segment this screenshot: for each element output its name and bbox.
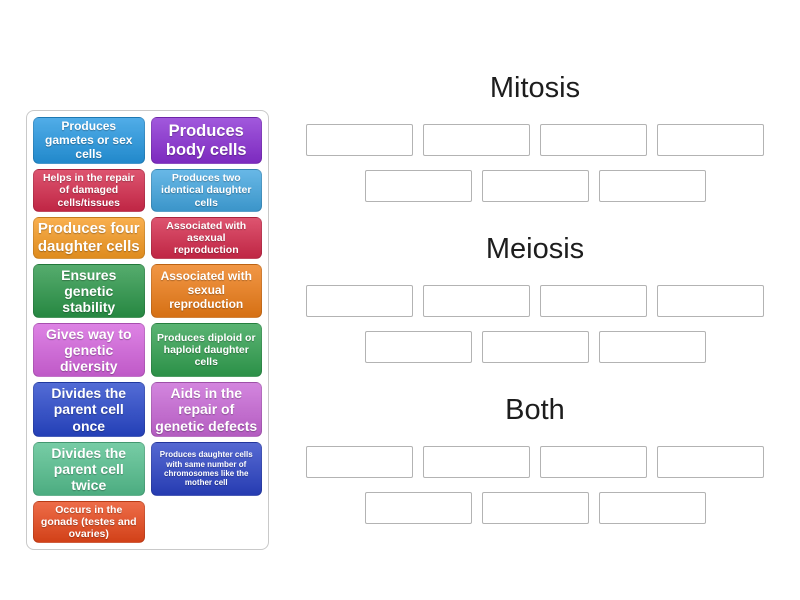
drop-slot[interactable] xyxy=(423,124,530,156)
slot-row xyxy=(306,492,764,524)
slot-row xyxy=(306,124,764,156)
drag-tile[interactable]: Aids in the repair of genetic defects xyxy=(150,382,262,437)
drop-slot[interactable] xyxy=(306,446,413,478)
drag-tile[interactable]: Gives way to genetic diversity xyxy=(33,323,145,378)
groups-panel: Mitosis Meiosis xyxy=(306,68,764,551)
drop-slot[interactable] xyxy=(657,285,764,317)
drag-tile[interactable]: Produces diploid or haploid daughter cel… xyxy=(150,323,262,378)
drag-tile[interactable]: Occurs in the gonads (testes and ovaries… xyxy=(33,500,145,544)
drop-slot[interactable] xyxy=(423,446,530,478)
drop-slot[interactable] xyxy=(598,331,706,363)
drag-tile[interactable]: Associated with sexual reproduction xyxy=(150,263,262,319)
group-title-both: Both xyxy=(505,394,565,426)
group-both: Both xyxy=(306,390,764,524)
drop-slot[interactable] xyxy=(540,285,647,317)
drag-tile[interactable]: Produces gametes or sex cells xyxy=(33,117,145,165)
drop-slot[interactable] xyxy=(423,285,530,317)
slot-row xyxy=(306,285,764,317)
drag-tile[interactable]: Produces two identical daughter cells xyxy=(150,169,262,212)
drop-slot[interactable] xyxy=(598,170,706,202)
drop-slot[interactable] xyxy=(540,446,647,478)
group-mitosis: Mitosis xyxy=(306,68,764,202)
drop-slot[interactable] xyxy=(657,446,764,478)
drag-tile[interactable]: Divides the parent cell once xyxy=(33,382,145,437)
drag-tile[interactable]: Divides the parent cell twice xyxy=(33,441,145,496)
group-meiosis: Meiosis xyxy=(306,229,764,363)
drop-slot[interactable] xyxy=(481,331,589,363)
drag-tile[interactable]: Associated with asexual reproduction xyxy=(150,216,262,259)
drag-tile[interactable]: Helps in the repair of damaged cells/tis… xyxy=(33,169,145,212)
drag-tile[interactable]: Produces body cells xyxy=(150,117,262,165)
tiles-panel: Produces gametes or sex cells Produces b… xyxy=(26,110,269,551)
drop-slot[interactable] xyxy=(364,492,472,524)
drop-slot[interactable] xyxy=(540,124,647,156)
drop-slot[interactable] xyxy=(598,492,706,524)
slot-row xyxy=(306,331,764,363)
slot-row xyxy=(306,446,764,478)
group-title-mitosis: Mitosis xyxy=(489,72,581,104)
group-title-meiosis: Meiosis xyxy=(485,233,585,265)
slot-row xyxy=(306,170,764,202)
drag-tile[interactable]: Produces four daughter cells xyxy=(33,216,145,259)
drop-slot[interactable] xyxy=(306,285,413,317)
drop-slot[interactable] xyxy=(481,170,589,202)
drop-slot[interactable] xyxy=(306,124,413,156)
drop-slot[interactable] xyxy=(481,492,589,524)
drag-tile[interactable]: Produces daughter cells with same number… xyxy=(150,441,262,496)
drag-tile[interactable]: Ensures genetic stability xyxy=(33,263,145,319)
drop-slot[interactable] xyxy=(364,170,472,202)
drop-slot[interactable] xyxy=(364,331,472,363)
drop-slot[interactable] xyxy=(657,124,764,156)
